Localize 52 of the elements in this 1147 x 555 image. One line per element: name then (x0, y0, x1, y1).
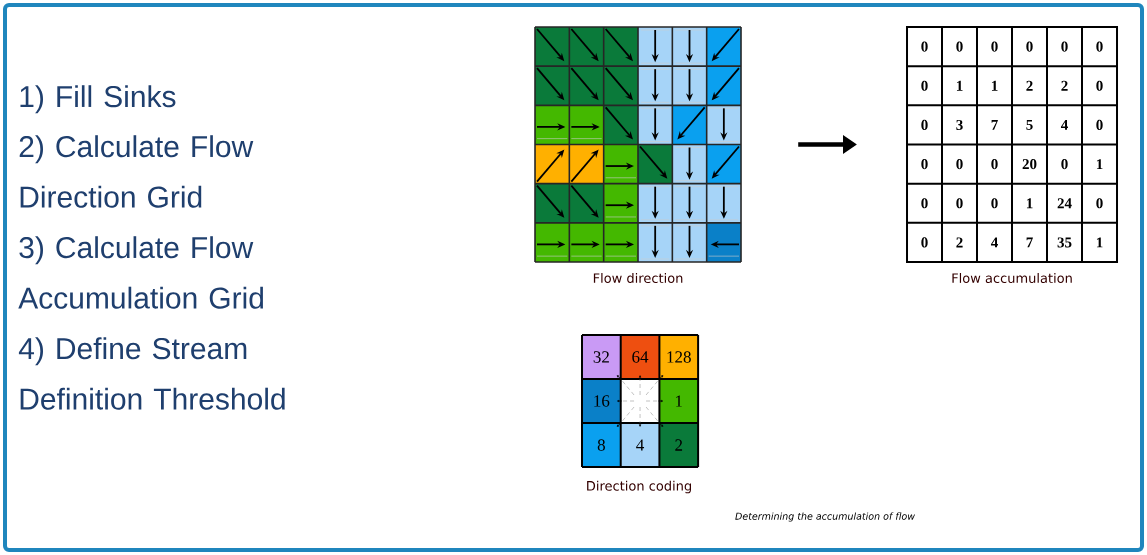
grid-value: 0 (991, 159, 998, 170)
list-item: 4) Define Stream Definition Threshold (18, 337, 285, 410)
caption: Direction coding (587, 480, 691, 494)
grid-value: 16 (594, 395, 610, 407)
grid-value: 1 (1026, 198, 1033, 209)
list-item: 2) Calculate Flow Direction Grid (19, 135, 254, 208)
node-label: Flow accumulation (952, 272, 1072, 284)
grid-value: 2 (1061, 80, 1068, 91)
grid-value: 8 (597, 439, 605, 451)
grid-value: 64 (632, 351, 649, 363)
grid-value: 0 (1096, 41, 1103, 52)
grid-value: 4 (1060, 120, 1068, 130)
grid-value: 0 (991, 41, 998, 52)
grid-value: 1 (1096, 159, 1103, 170)
grid-value: 0 (956, 41, 963, 52)
grid-value: 1 (1096, 237, 1103, 248)
grid-value: 0 (1026, 41, 1033, 52)
grid-value: 20 (1022, 159, 1037, 170)
grid-value: 0 (956, 198, 963, 209)
grid-value: 4 (990, 237, 998, 248)
grid-value: 4 (636, 439, 645, 451)
grid-value: 128 (667, 351, 691, 363)
grid-value: 5 (1026, 119, 1033, 130)
grid-value: 0 (921, 237, 928, 248)
grid-value: 0 (1096, 119, 1103, 130)
grid-value: 0 (921, 41, 928, 52)
grid-value: 0 (1096, 80, 1103, 91)
note: Determining the accumulation of flow (735, 512, 916, 522)
grid-value: 0 (1096, 198, 1103, 209)
grid-value: 3 (956, 119, 963, 130)
grid-value: 2 (956, 237, 963, 248)
grid-value: 0 (1061, 159, 1068, 170)
grid-value: 24 (1057, 198, 1072, 209)
grid-value: 0 (956, 159, 963, 170)
grid-value: 1 (676, 395, 682, 407)
node-label: Flow direction (593, 272, 683, 284)
grid-value: 0 (921, 80, 928, 91)
grid-value: 32 (593, 351, 609, 363)
grid-value: 0 (921, 119, 928, 130)
grid-value: 2 (1026, 80, 1033, 91)
grid-value: 0 (921, 159, 928, 170)
grid-value: 1 (956, 80, 963, 91)
grid-value: 2 (675, 439, 683, 451)
grid-value: 1 (991, 80, 998, 91)
list-item: 1) Fill Sinks (20, 85, 176, 114)
grid-value: 0 (1061, 41, 1068, 52)
grid-value: 0 (991, 198, 998, 209)
grid-value: 7 (1026, 237, 1033, 248)
grid-value: 7 (991, 120, 998, 130)
grid-value: 0 (921, 198, 928, 209)
grid-value: 35 (1057, 237, 1072, 248)
list-item: 3) Calculate Flow Accumulation Grid (18, 236, 263, 309)
